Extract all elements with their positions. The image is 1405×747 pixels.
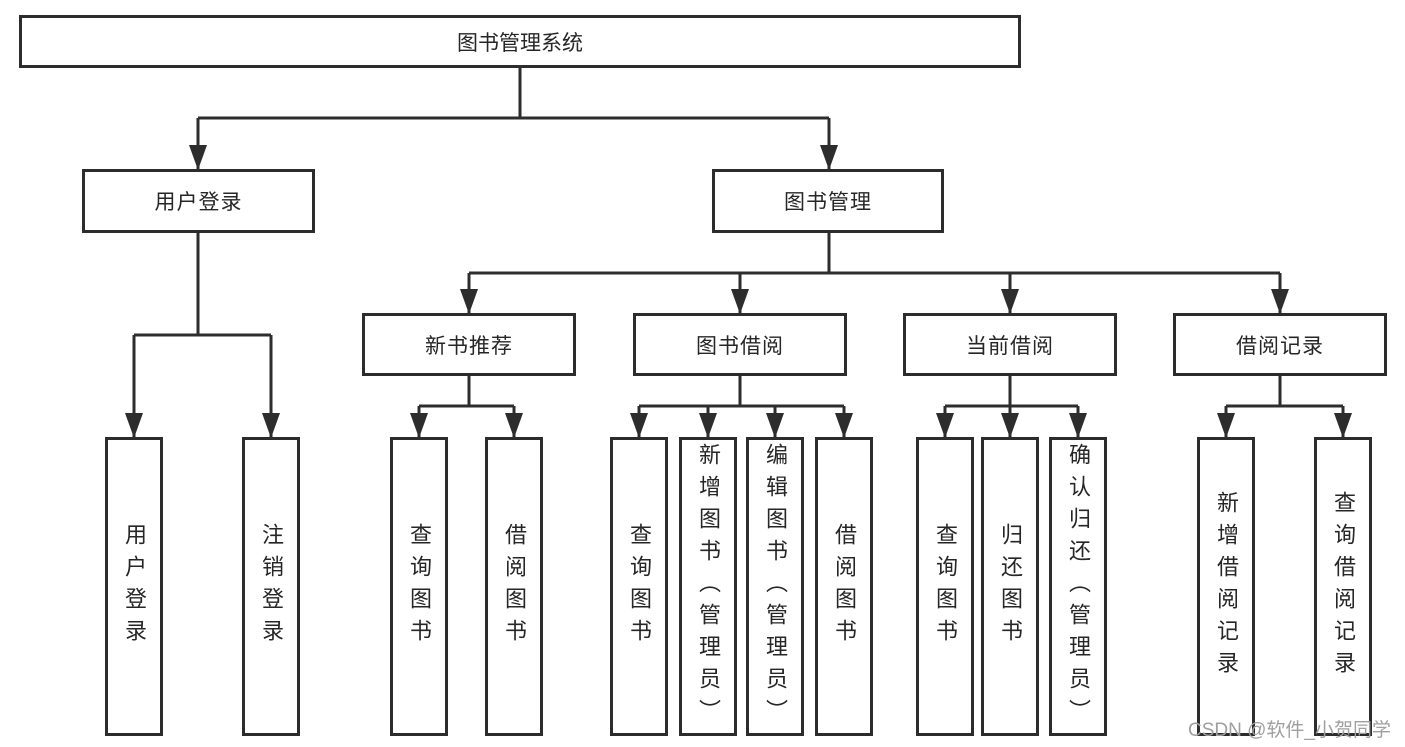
leaf-borrow-books: 借阅图书 <box>815 437 873 736</box>
leaf-logout: 注销登录 <box>242 437 300 736</box>
leaf-add-borrow-record: 新增借阅记录 <box>1197 437 1255 736</box>
leaf-query-borrow-record: 查询借阅记录 <box>1314 437 1372 736</box>
node-new-book-recommend: 新书推荐 <box>362 313 576 376</box>
node-label: 新书推荐 <box>425 334 513 358</box>
node-user-login: 用户登录 <box>82 169 315 233</box>
leaf-label: 借阅图书 <box>502 522 527 651</box>
node-label: 当前借阅 <box>966 334 1054 358</box>
leaf-label: 查询图书 <box>407 522 432 651</box>
node-label: 图书管理 <box>784 191 872 214</box>
node-book-borrowing: 图书借阅 <box>633 313 847 376</box>
leaf-label: 确认归还（管理员） <box>1066 442 1091 731</box>
leaf-query-books: 查询图书 <box>610 437 668 736</box>
node-current-borrowing: 当前借阅 <box>903 313 1117 376</box>
leaf-label: 注销登录 <box>259 522 284 651</box>
leaf-label: 借阅图书 <box>832 522 857 651</box>
leaf-return-books: 归还图书 <box>981 437 1039 736</box>
leaf-label: 用户登录 <box>122 522 147 651</box>
node-book-management: 图书管理 <box>712 169 944 233</box>
leaf-label: 查询图书 <box>627 522 652 651</box>
node-label: 借阅记录 <box>1236 334 1324 358</box>
leaf-label: 查询借阅记录 <box>1331 490 1356 683</box>
leaf-label: 新增借阅记录 <box>1214 490 1239 683</box>
leaf-label: 查询图书 <box>933 522 958 651</box>
leaf-borrow-books: 借阅图书 <box>485 437 543 736</box>
leaf-query-books: 查询图书 <box>916 437 974 736</box>
leaf-label: 新增图书（管理员） <box>696 442 721 731</box>
node-label: 图书管理系统 <box>457 31 583 55</box>
node-borrowing-records: 借阅记录 <box>1173 313 1387 376</box>
csdn-watermark: CSDN @软件_小贺同学 <box>1188 720 1391 741</box>
node-label: 图书借阅 <box>696 334 784 358</box>
leaf-edit-books-admin: 编辑图书（管理员） <box>746 437 804 736</box>
node-library-management-system: 图书管理系统 <box>19 15 1021 68</box>
node-label: 用户登录 <box>154 191 243 214</box>
leaf-query-books: 查询图书 <box>390 437 448 736</box>
leaf-confirm-return-admin: 确认归还（管理员） <box>1049 437 1107 736</box>
leaf-add-books-admin: 新增图书（管理员） <box>679 437 737 736</box>
leaf-user-login: 用户登录 <box>105 437 163 736</box>
leaf-label: 归还图书 <box>998 522 1023 651</box>
leaf-label: 编辑图书（管理员） <box>763 442 788 731</box>
